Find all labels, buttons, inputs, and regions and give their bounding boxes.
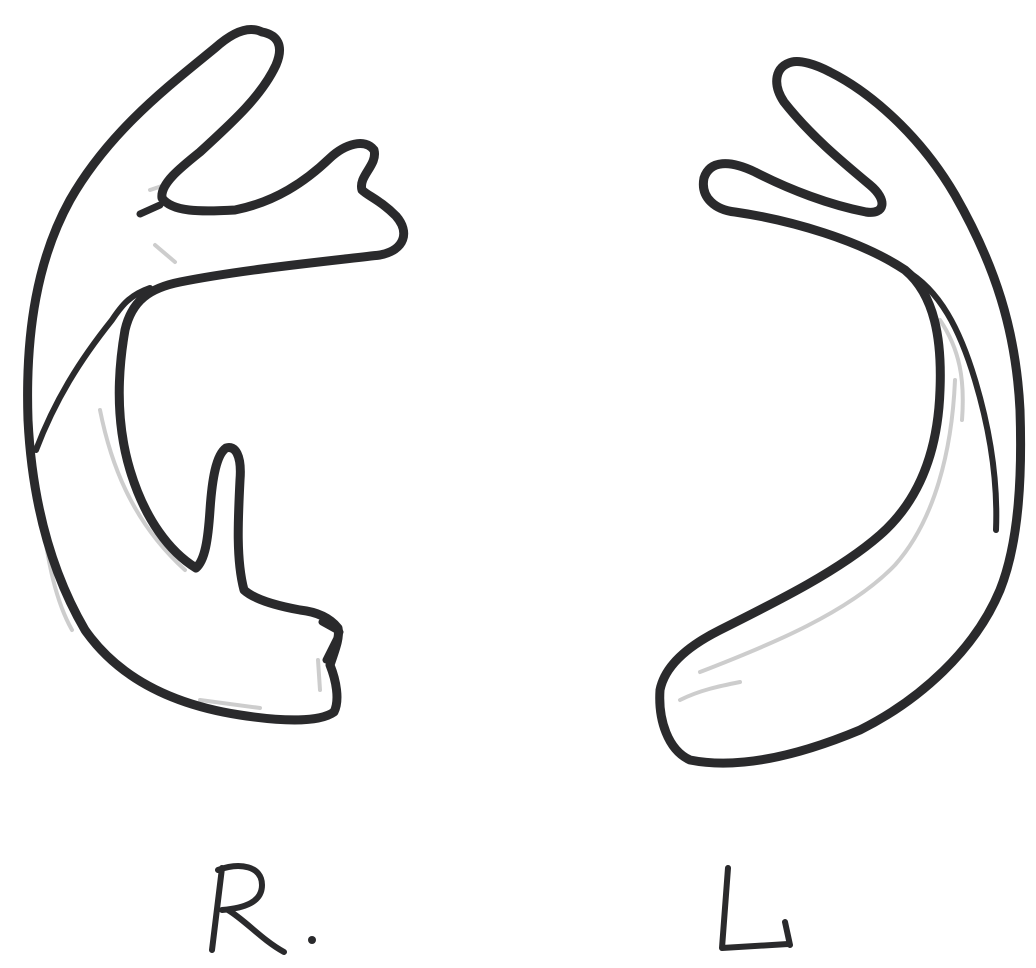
label-right-glyph [212,866,284,952]
left-meniscus [660,61,1021,763]
left-meniscus-shadow [680,320,963,700]
label-right: R. [0,0,316,952]
label-left-glyph [722,868,790,948]
right-meniscus [28,29,404,720]
right-meniscus-outline [28,29,404,720]
label-right-period [308,936,316,944]
left-meniscus-outline [660,61,1021,763]
